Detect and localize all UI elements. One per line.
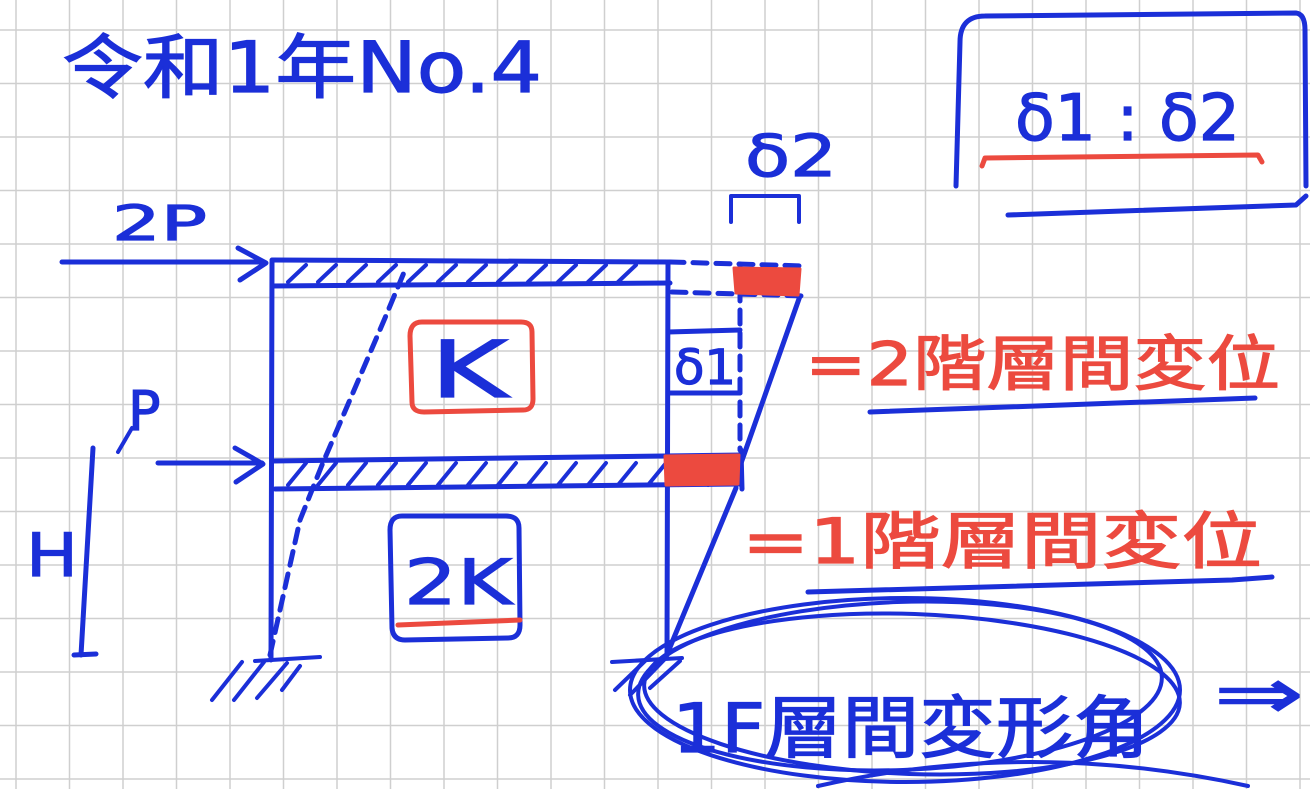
story1-drift-angle-note: 1F層間変形角 ⇒ [628,596,1305,788]
height-line [78,445,96,658]
roof-displacement-block [732,266,802,297]
hatch-mark [376,263,398,284]
height-line-cap [71,651,99,658]
left-support-base [253,655,322,663]
hatch-mark [346,263,368,284]
story2-drift-text: =2階層間変位 [805,330,1280,400]
hatch-mark [316,461,338,487]
hatch-mark [556,263,578,284]
upper-displacement-bracket [729,194,801,224]
ratio-box-underline [1005,193,1309,218]
lower-stiffness: 2K [387,513,523,643]
implies-arrow-icon: ⇒ [1214,653,1304,735]
hatch-mark [616,263,638,284]
story2-drift-underline [867,395,1258,415]
lower-stiffness-underline [395,617,523,628]
hatch-mark [436,461,458,487]
beam-hatching [286,263,728,487]
left-fixed-support [210,655,322,702]
upper-stiffness: K [407,319,536,417]
hatch-mark [406,461,428,487]
ratio-box-border [953,10,1309,189]
emphasis-circle [628,596,1182,784]
lower-load-label-tail [116,426,134,454]
height-dimension: H [25,445,99,658]
lower-displacement-label: δ1 [674,340,736,396]
ratio-underline-bracket [979,152,1265,169]
hatch-mark [406,263,428,284]
story1-drift-text: =1階層間変位 [742,505,1262,578]
hatch-mark [376,461,398,487]
lower-load: P [116,379,266,485]
hatch-mark [586,263,608,284]
lower-load-label: P [128,380,161,443]
hatch-mark [496,263,518,284]
hatch-mark [466,461,488,487]
hatch-mark [286,263,308,284]
hatch-mark [586,461,608,487]
lower-stiffness-box [387,513,523,643]
lower-story-drift-line [665,485,739,655]
hatch-mark [646,461,668,487]
ratio-text: δ1 : δ2 [1015,82,1240,156]
lower-load-arrow-head [232,445,266,485]
height-label: H [26,521,78,591]
hatch-mark [316,263,338,284]
upper-load-label: 2P [112,196,207,252]
deformed-shape [267,259,808,658]
left-support-hatch [210,660,302,702]
ratio-box: δ1 : δ2 [953,10,1309,218]
upper-displacement-label: δ2 [745,122,837,190]
hatch-mark [616,461,638,487]
upper-stiffness-label: K [430,326,511,416]
story1-drift-angle-text: 1F層間変形角 [672,690,1150,769]
left-deformed-column [267,267,408,658]
upper-stiffness-box [407,319,536,415]
page-title: 令和1年No.4 [62,27,542,109]
emphasis-circle-lower [816,760,1250,788]
roof-beam-bottom-edge [269,280,673,289]
lower-displacement: δ1 [665,327,743,397]
lower-stiffness-label: 2K [404,546,514,619]
upper-load: 2P [59,195,269,283]
hatch-mark [526,263,548,284]
floor-displacement-block [663,453,741,487]
story1-drift-note: =1階層間変位 [741,504,1275,595]
hatch-mark [346,461,368,487]
hatch-mark [526,461,548,487]
upper-load-arrow-head [235,245,269,283]
story2-drift-note: =2階層間変位 [804,329,1281,415]
hatch-mark [556,461,578,487]
roof-beam-top-edge [269,257,673,265]
floor-beam-bottom-edge [272,481,743,492]
upper-story-drift-line [737,293,803,469]
hatch-mark [466,263,488,284]
hatch-mark [286,461,308,487]
hatch-mark [496,461,518,487]
upper-displacement: δ2 [729,121,838,224]
hatch-mark [436,263,458,284]
emphasis-circle [642,611,1182,777]
story1-drift-underline [805,574,1275,595]
lower-displacement-top-line [665,327,743,335]
